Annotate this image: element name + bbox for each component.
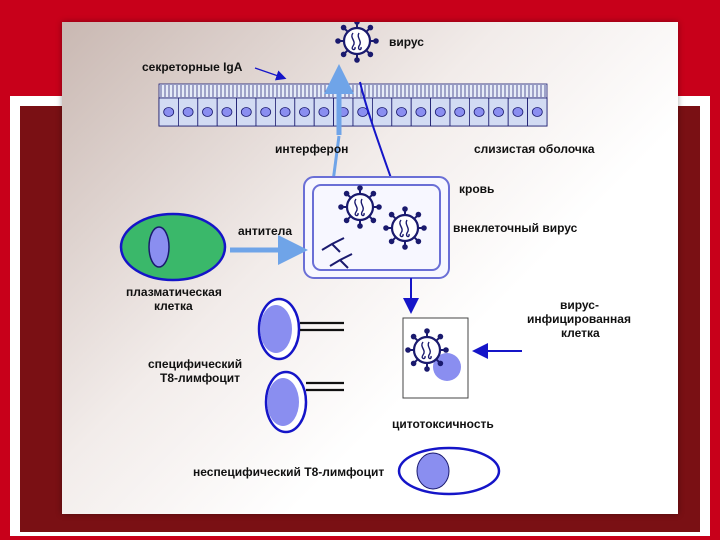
epithelium-nucleus — [455, 108, 465, 117]
epithelium-nucleus — [435, 108, 445, 117]
epithelium-nucleus — [203, 108, 213, 117]
blood-label: кровь — [459, 182, 494, 196]
infected-cell-label-2: инфицированная — [527, 312, 631, 326]
plasma-cell-label-1: плазматическая — [126, 285, 222, 299]
secretory-iga-label: секреторные IgA — [142, 60, 243, 74]
specific-t8-cell-2 — [266, 372, 344, 432]
epithelium-nucleus — [358, 108, 368, 117]
infected-cell-box — [403, 318, 468, 398]
interferon-label: интерферон — [275, 142, 348, 156]
virus-top-icon — [335, 22, 379, 63]
epithelium-nucleus — [513, 108, 523, 117]
epithelium-nucleus — [280, 108, 290, 117]
specific-t8-label-1: специфический — [148, 357, 242, 371]
epithelium-nucleus — [183, 108, 193, 117]
epithelium-nucleus — [532, 108, 542, 117]
specific-t8-label-2: Т8-лимфоцит — [160, 371, 240, 385]
epithelium-nucleus — [319, 108, 329, 117]
immune-response-diagram: вирус секреторные IgA интерферон слизист… — [62, 22, 678, 514]
virus-in-blood-icon — [338, 185, 382, 229]
epithelium-nucleus — [474, 108, 484, 117]
cytotoxicity-label: цитотоксичность — [392, 417, 494, 431]
epithelium-nucleus — [164, 108, 174, 117]
antibodies-label: антитела — [238, 224, 292, 238]
virus-label: вирус — [389, 35, 424, 49]
extracellular-virus-label: внеклеточный вирус — [453, 221, 578, 235]
epithelium-nucleus — [377, 108, 387, 117]
infected-cell-label-3: клетка — [561, 326, 600, 340]
epithelium-nucleus — [416, 108, 426, 117]
plasma-cell-label-2: клетка — [154, 299, 193, 313]
specific-t8-cell-1 — [259, 299, 344, 359]
epithelium-nucleus — [300, 108, 310, 117]
epithelium-nucleus — [494, 108, 504, 117]
plasma-cell — [121, 214, 225, 280]
epithelium-nucleus — [241, 108, 251, 117]
epithelium-layer — [159, 84, 547, 126]
epithelium-nucleus — [261, 108, 271, 117]
mucosa-label: слизистая оболочка — [474, 142, 595, 156]
nonspecific-t8-label: неспецифический Т8-лимфоцит — [193, 465, 384, 479]
blood-vessel — [304, 177, 449, 278]
extracellular-virus-icon — [383, 206, 427, 250]
iga-arrow — [255, 68, 284, 78]
epithelium-nucleus — [397, 108, 407, 117]
infected-cell-label-1: вирус- — [560, 298, 599, 312]
nonspecific-t8-cell — [399, 448, 499, 494]
epithelium-nucleus — [222, 108, 232, 117]
